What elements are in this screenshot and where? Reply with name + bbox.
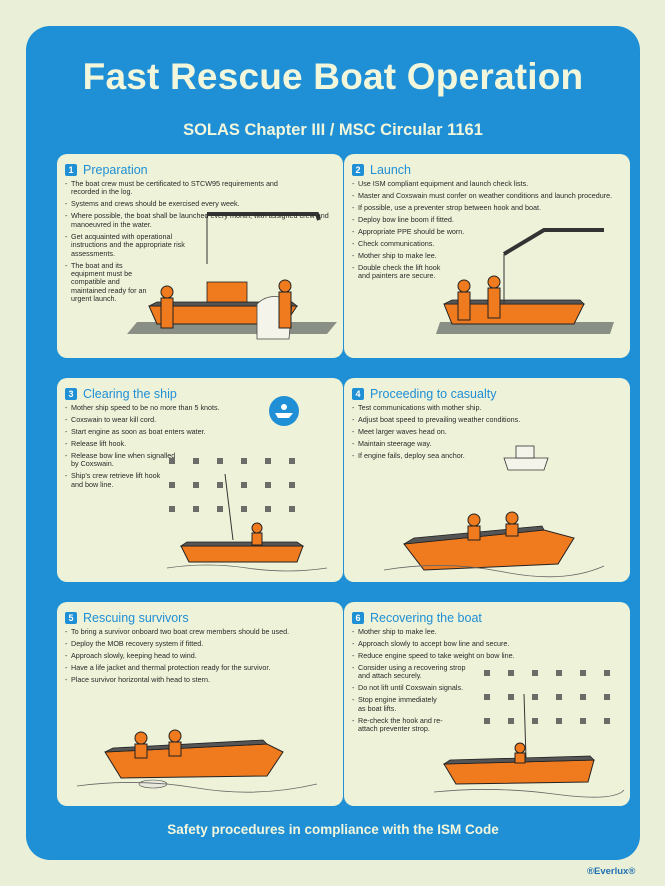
list-item: Stop engine immediately as boat lifts.: [352, 696, 446, 713]
section-title: Clearing the ship: [83, 387, 177, 401]
list-item: Have a life jacket and thermal protectio…: [65, 663, 339, 673]
list-item: Double check the lift hook and painters …: [352, 263, 444, 281]
list-item: Deploy bow line boom if fitted.: [352, 215, 620, 225]
list-item: Coxswain to wear kill cord.: [65, 415, 271, 425]
section-title: Recovering the boat: [370, 611, 482, 625]
list-item: Reduce engine speed to take weight on bo…: [352, 651, 578, 661]
list-item: Test communications with mother ship.: [352, 403, 620, 413]
list-item: Maintain steerage way.: [352, 439, 620, 449]
poster-panel: Fast Rescue Boat Operation SOLAS Chapter…: [26, 26, 640, 860]
section-title: Launch: [370, 163, 412, 177]
list-item: The boat crew must be certificated to ST…: [65, 179, 303, 197]
section-header: 5 Rescuing survivors: [65, 611, 189, 625]
page-subtitle: SOLAS Chapter III / MSC Circular 1161: [183, 121, 483, 139]
brand-logo: ®Everlux®: [587, 866, 636, 877]
section-number: 4: [352, 388, 364, 400]
section-card-launch: 2 Launch Use ISM compliant equipment and…: [344, 154, 630, 358]
list-item: Re-check the hook and re-attach prevente…: [352, 716, 456, 734]
list-item: Release lift hook.: [65, 439, 271, 449]
section-card-rescuing-survivors: 5 Rescuing survivors To bring a survivor…: [57, 602, 343, 806]
rescuing-illustration: [76, 729, 318, 793]
list-item: Meet larger waves head on.: [352, 427, 620, 437]
section-list: To bring a survivor onboard two boat cre…: [65, 627, 339, 688]
page-footer: Safety procedures in compliance with the…: [167, 822, 499, 837]
list-item: Consider using a recovering strop and at…: [352, 663, 476, 681]
list-item: Approach slowly to accept bow line and s…: [352, 639, 578, 649]
section-title: Preparation: [83, 163, 148, 177]
section-list: Mother ship to make lee. Approach slowly…: [352, 627, 578, 737]
list-item: Mother ship speed to be no more than 5 k…: [65, 403, 271, 413]
section-card-preparation: 1 Preparation The boat crew must be cert…: [57, 154, 343, 358]
section-card-recovering-the-boat: 6 Recovering the boat Mother ship to mak…: [344, 602, 630, 806]
list-item: Mother ship to make lee.: [352, 627, 578, 637]
recovering-illustration: [433, 670, 625, 798]
list-item: Master and Coxswain must confer on weath…: [352, 191, 620, 201]
list-item: Ship's crew retrieve lift hook and bow l…: [65, 472, 169, 489]
section-number: 1: [65, 164, 77, 176]
list-item: Systems and crews should be exercised ev…: [65, 199, 331, 209]
section-card-proceeding-to-casualty: 4 Proceeding to casualty Test communicat…: [344, 378, 630, 582]
section-list: The boat crew must be certificated to ST…: [65, 179, 331, 307]
section-number: 2: [352, 164, 364, 176]
list-item: If engine fails, deploy sea anchor.: [352, 451, 620, 461]
section-header: 6 Recovering the boat: [352, 611, 482, 625]
section-number: 6: [352, 612, 364, 624]
list-item: Approach slowly, keeping head to wind.: [65, 651, 339, 661]
section-header: 3 Clearing the ship: [65, 387, 177, 401]
section-header: 2 Launch: [352, 163, 411, 177]
list-item: Do not lift until Coxswain signals.: [352, 683, 518, 693]
list-item: Check communications.: [352, 239, 620, 249]
list-item: Use ISM compliant equipment and launch c…: [352, 179, 618, 189]
list-item: Place survivor horizontal with head to s…: [65, 675, 339, 685]
page-title: Fast Rescue Boat Operation: [82, 56, 584, 97]
section-list: Mother ship speed to be no more than 5 k…: [65, 403, 271, 493]
list-item: The boat and its equipment must be compa…: [65, 261, 153, 304]
list-item: Deploy the MOB recovery system if fitted…: [65, 639, 339, 649]
section-number: 5: [65, 612, 77, 624]
section-list: Test communications with mother ship. Ad…: [352, 403, 620, 464]
section-title: Rescuing survivors: [83, 611, 189, 625]
section-header: 4 Proceeding to casualty: [352, 387, 496, 401]
section-title: Proceeding to casualty: [370, 387, 497, 401]
list-item: Appropriate PPE should be worn.: [352, 227, 620, 237]
list-item: Release bow line when signalled by Coxsw…: [65, 451, 181, 469]
list-item: To bring a survivor onboard two boat cre…: [65, 627, 339, 637]
section-header: 1 Preparation: [65, 163, 148, 177]
list-item: Start engine as soon as boat enters wate…: [65, 427, 271, 437]
section-number: 3: [65, 388, 77, 400]
clearing-ship-illustration: [166, 396, 328, 572]
section-card-clearing-the-ship: 3 Clearing the ship Mother ship speed to…: [57, 378, 343, 582]
mandatory-sign-icon: [269, 396, 299, 426]
list-item: Mother ship to make lee.: [352, 251, 620, 261]
list-item: Adjust boat speed to prevailing weather …: [352, 415, 620, 425]
list-item: If possible, use a preventer strop betwe…: [352, 203, 620, 213]
launch-illustration: [436, 228, 614, 334]
list-item: Where possible, the boat shall be launch…: [65, 212, 331, 229]
section-list: Use ISM compliant equipment and launch c…: [352, 179, 620, 284]
list-item: Get acquainted with operational instruct…: [65, 232, 191, 258]
